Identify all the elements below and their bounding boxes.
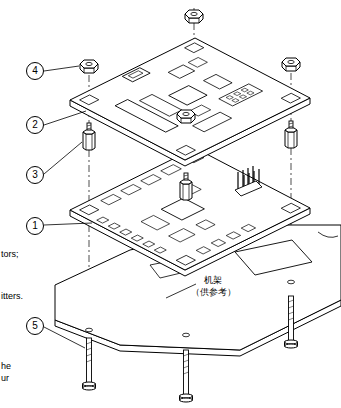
board-2 bbox=[70, 38, 310, 166]
text-label: （供参考） bbox=[190, 288, 237, 298]
callout-number: 3 bbox=[32, 170, 38, 180]
text-label: ur bbox=[1, 374, 9, 384]
text-label: he bbox=[1, 362, 11, 372]
callout-circle: 2 bbox=[26, 116, 44, 134]
nuts bbox=[80, 10, 300, 123]
callout-number: 2 bbox=[32, 120, 38, 130]
callout-number: 1 bbox=[32, 221, 38, 231]
leader-lines bbox=[44, 66, 196, 348]
callout-circle: 5 bbox=[26, 317, 44, 335]
callout-circle: 4 bbox=[26, 62, 44, 80]
board-1 bbox=[70, 148, 310, 276]
text-label: tors; bbox=[1, 250, 19, 260]
callout-circle: 3 bbox=[26, 166, 44, 184]
text-label: 机架 bbox=[203, 276, 223, 286]
callout-number: 5 bbox=[32, 321, 38, 331]
callout-number: 4 bbox=[32, 66, 38, 76]
screws bbox=[83, 296, 298, 402]
text-label: itters. bbox=[1, 292, 23, 302]
callout-circle: 1 bbox=[26, 217, 44, 235]
